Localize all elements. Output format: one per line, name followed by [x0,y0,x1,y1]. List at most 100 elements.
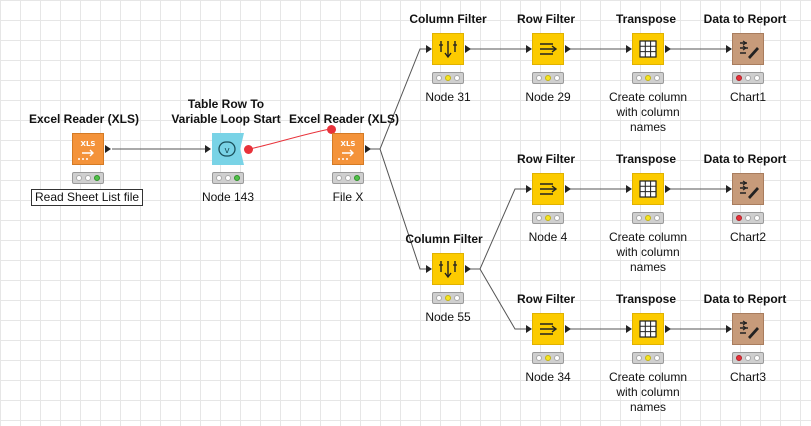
status-light [216,175,222,181]
node-label-line1[interactable]: Create column [608,90,688,104]
node-label-line1[interactable]: Create column [608,370,688,384]
node-title-loop-start-line1[interactable]: Table Row To [187,97,265,111]
node-table-row-to-variable-loop-start[interactable]: v [212,133,244,165]
node-label-line3[interactable]: names [629,260,667,274]
input-port[interactable] [726,45,732,53]
node-title-transpose[interactable]: Transpose [615,152,677,166]
loop-start-icon: v [218,141,236,157]
node-title-data-to-report[interactable]: Data to Report [703,12,787,26]
node-transpose-3[interactable] [632,313,664,345]
node-label-line1[interactable]: Create column [608,230,688,244]
node-status-indicator [332,172,364,184]
node-label[interactable]: Node 55 [425,310,471,324]
node-label[interactable]: Node 34 [525,370,571,384]
node-label[interactable]: Read Sheet List file [31,189,144,206]
xls-label: XLS [340,140,356,148]
connection-n3-n8[interactable] [379,148,428,270]
status-light [76,175,82,181]
input-port[interactable] [526,45,532,53]
output-port[interactable] [465,45,471,53]
node-transpose-1[interactable] [632,33,664,65]
node-label-line2[interactable]: with column [616,105,680,119]
node-title-excel-reader[interactable]: Excel Reader (XLS) [288,112,400,126]
input-port[interactable] [726,325,732,333]
node-label[interactable]: Chart3 [729,370,767,384]
status-light [536,355,542,361]
variable-input-port[interactable] [327,125,336,134]
status-light [536,215,542,221]
node-data-to-report-chart1[interactable] [732,33,764,65]
node-title-row-filter[interactable]: Row Filter [516,152,575,166]
node-title-row-filter[interactable]: Row Filter [516,12,575,26]
node-column-filter-31[interactable] [432,33,464,65]
input-port[interactable] [426,265,432,273]
node-title-row-filter[interactable]: Row Filter [516,292,575,306]
input-port[interactable] [626,325,632,333]
input-port[interactable] [626,185,632,193]
node-excel-reader-file-x[interactable]: XLS [332,133,364,165]
status-light [754,75,760,81]
node-label[interactable]: Node 143 [201,190,255,204]
input-port[interactable] [205,145,211,153]
node-label-line2[interactable]: with column [616,385,680,399]
node-label-line3[interactable]: names [629,400,667,414]
output-port[interactable] [365,145,371,153]
node-label-line2[interactable]: with column [616,245,680,259]
output-port[interactable] [665,45,671,53]
output-port[interactable] [665,325,671,333]
column-filter-icon [439,261,457,279]
node-row-filter-29[interactable] [532,33,564,65]
row-filter-icon [540,183,558,195]
input-port[interactable] [626,45,632,53]
node-label[interactable]: Chart2 [729,230,767,244]
node-data-to-report-chart3[interactable] [732,313,764,345]
node-title-data-to-report[interactable]: Data to Report [703,152,787,166]
node-row-filter-34[interactable] [532,313,564,345]
node-row-filter-4[interactable] [532,173,564,205]
node-status-indicator [432,72,464,84]
node-title-transpose[interactable]: Transpose [615,12,677,26]
output-port[interactable] [465,265,471,273]
node-label[interactable]: Node 31 [425,90,471,104]
node-title-column-filter[interactable]: Column Filter [405,232,483,246]
node-excel-reader-sheet-list[interactable]: XLS [72,133,104,165]
variable-output-port[interactable] [244,145,253,154]
node-title-excel-reader[interactable]: Excel Reader (XLS) [28,112,140,126]
node-title-loop-start-line2[interactable]: Variable Loop Start [171,112,281,126]
node-label[interactable]: File X [332,190,364,204]
input-port[interactable] [726,185,732,193]
status-light [754,215,760,221]
node-status-indicator [432,292,464,304]
connection-n3-n4[interactable] [365,48,428,150]
variable-connection-n2-n3[interactable] [248,128,331,150]
node-transpose-2[interactable] [632,173,664,205]
node-title-column-filter[interactable]: Column Filter [409,12,487,26]
input-port[interactable] [526,325,532,333]
input-port[interactable] [426,45,432,53]
status-light [554,75,560,81]
status-light [745,75,751,81]
column-filter-icon [439,41,457,59]
status-light [645,355,651,361]
output-port[interactable] [565,185,571,193]
node-title-data-to-report[interactable]: Data to Report [703,292,787,306]
status-light [745,355,751,361]
connection-n8-n9[interactable] [467,188,526,270]
status-light [436,75,442,81]
node-column-filter-55[interactable] [432,253,464,285]
node-label[interactable]: Node 4 [528,230,568,244]
output-port[interactable] [665,185,671,193]
status-light [654,355,660,361]
node-status-indicator [72,172,104,184]
connection-n8-n12[interactable] [479,268,526,330]
node-label-line3[interactable]: names [629,120,667,134]
node-data-to-report-chart2[interactable] [732,173,764,205]
output-port[interactable] [565,325,571,333]
output-port[interactable] [565,45,571,53]
node-title-transpose[interactable]: Transpose [615,292,677,306]
node-label[interactable]: Chart1 [729,90,767,104]
status-light [736,75,742,81]
output-port[interactable] [105,145,111,153]
node-label[interactable]: Node 29 [525,90,571,104]
input-port[interactable] [526,185,532,193]
